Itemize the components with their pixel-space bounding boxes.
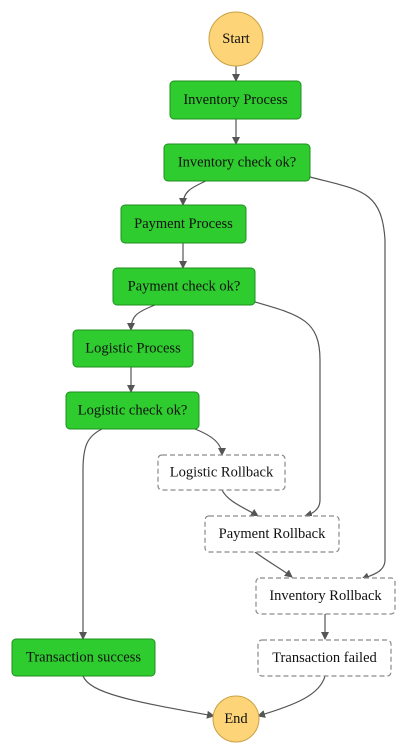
transaction-failed-node[interactable]: Transaction failed — [257, 639, 392, 677]
edge-payment-check-to-payment-rollback — [254, 301, 321, 518]
payment-check-node[interactable]: Payment check ok? — [112, 267, 256, 306]
payment-process-label: Payment Process — [134, 216, 233, 232]
edge-logistic-rollback-to-payment-rollback — [221, 489, 259, 517]
logistic-check-label: Logistic check ok? — [78, 403, 188, 419]
edge-inventory-check-to-payment-process — [179, 179, 209, 206]
logistic-check-node[interactable]: Logistic check ok? — [65, 391, 200, 430]
inventory-process-label: Inventory Process — [183, 92, 288, 108]
inventory-check-node[interactable]: Inventory check ok? — [163, 143, 311, 182]
logistic-process-label: Logistic Process — [85, 341, 181, 357]
transaction-success-node[interactable]: Transaction success — [11, 638, 156, 677]
edge-payment-check-to-logistic-process — [127, 304, 156, 331]
logistic-process-node[interactable]: Logistic Process — [72, 329, 194, 368]
end-label: End — [224, 711, 248, 727]
edge-logistic-check-to-logistic-rollback — [194, 428, 226, 456]
payment-rollback-node[interactable]: Payment Rollback — [204, 515, 340, 553]
payment-process-node[interactable]: Payment Process — [120, 204, 247, 244]
inventory-process-node[interactable]: Inventory Process — [169, 80, 302, 120]
edge-logistic-check-to-transaction-success — [79, 428, 103, 640]
transaction-failed-label: Transaction failed — [272, 650, 377, 666]
edges — [79, 66, 386, 719]
edge-payment-rollback-to-inventory-rollback — [254, 551, 293, 578]
edge-transaction-success-to-end — [82, 675, 215, 719]
end-node[interactable]: End — [212, 695, 260, 743]
start-label: Start — [222, 31, 249, 47]
inventory-rollback-label: Inventory Rollback — [269, 588, 382, 604]
transaction-success-label: Transaction success — [26, 650, 141, 666]
inventory-rollback-node[interactable]: Inventory Rollback — [255, 577, 396, 615]
logistic-rollback-label: Logistic Rollback — [170, 465, 274, 481]
start-node[interactable]: Start — [208, 11, 264, 67]
edge-inventory-check-to-inventory-rollback — [309, 176, 386, 581]
logistic-rollback-node[interactable]: Logistic Rollback — [157, 454, 286, 491]
payment-rollback-label: Payment Rollback — [219, 526, 326, 542]
inventory-check-label: Inventory check ok? — [178, 155, 296, 171]
payment-check-label: Payment check ok? — [128, 279, 241, 295]
edge-transaction-failed-to-end — [257, 675, 326, 718]
